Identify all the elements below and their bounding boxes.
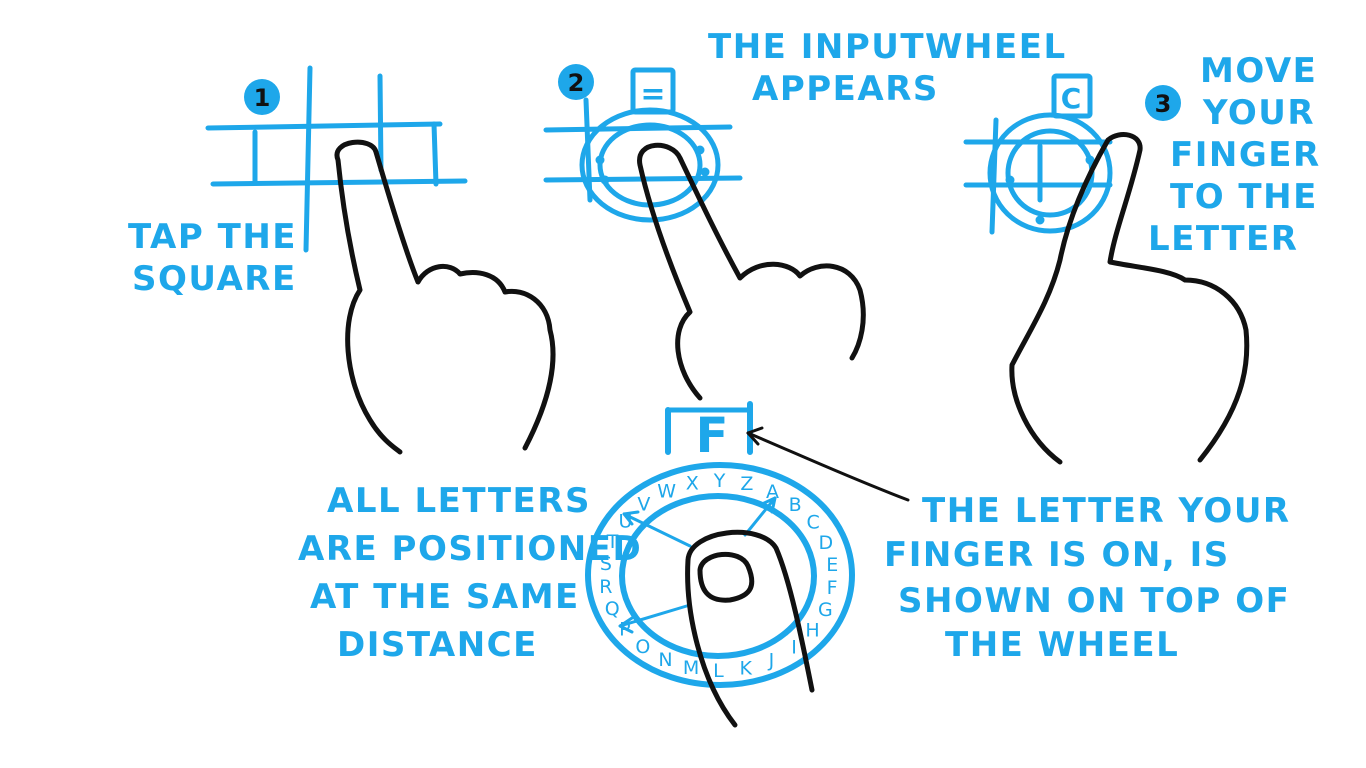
hand-2-icon: [637, 142, 866, 401]
step-2-badge: [558, 64, 594, 100]
mini-inputwheel-3: [987, 73, 1113, 234]
step-3-number: 3: [1155, 90, 1172, 118]
step-3-caption-line: YOUR: [1202, 93, 1315, 133]
wheel-letter-o: O: [635, 636, 650, 658]
step-3-caption-line: MOVE: [1200, 51, 1317, 91]
wheel-letter-n: N: [658, 649, 672, 671]
annotation-left-line: DISTANCE: [337, 625, 538, 665]
wheel-letter-z: Z: [740, 473, 753, 495]
step-3-caption-line: FINGER: [1170, 135, 1321, 175]
step-2-caption: THE INPUTWHEEL APPEARS: [708, 27, 1080, 109]
main-wheel-display-letter: F: [696, 408, 729, 464]
step-3-panel: C 3 MOVE YOUR FINGER TO THE LETTER: [963, 51, 1334, 465]
step-2-number: 2: [568, 69, 585, 97]
annotation-right-line: THE WHEEL: [945, 625, 1179, 665]
annotation-right: THE LETTER YOUR FINGER IS ON, IS SHOWN O…: [884, 491, 1304, 665]
wheel-letter-r: R: [599, 576, 612, 598]
wheel-letter-q: Q: [605, 598, 620, 620]
distance-arrows: [618, 496, 777, 634]
step-1-number: 1: [254, 84, 271, 112]
wheel-letter-g: G: [818, 599, 833, 621]
arrow-icon: [743, 496, 777, 537]
wheel-letter-y: Y: [713, 470, 726, 492]
wheel-letter-f: F: [827, 577, 838, 599]
pointer-arrow-icon: [746, 431, 910, 502]
wheel-letter-h: H: [805, 619, 819, 641]
annotation-left-line: ALL LETTERS: [327, 481, 591, 521]
wheel-letter-d: D: [818, 532, 833, 554]
wheel-letter-k: K: [739, 657, 752, 679]
step-3-caption-line: LETTER: [1148, 219, 1298, 259]
wheel-letter-w: W: [657, 481, 676, 503]
step-1-badge: [244, 79, 280, 115]
mini-inputwheel-2: [579, 67, 721, 223]
mini-wheel-3-letter: C: [1061, 82, 1082, 115]
main-wheel-outline: [585, 401, 855, 688]
step-3-badge: [1145, 85, 1181, 121]
mini-wheel-2-letter: =: [640, 77, 665, 112]
wheel-letter-e: E: [826, 554, 838, 576]
step-1-caption-line: TAP THE: [128, 217, 297, 257]
step-3-caption-line: TO THE: [1170, 177, 1318, 217]
step-1-caption: TAP THE SQUARE: [128, 217, 310, 299]
annotation-right-line: SHOWN ON TOP OF: [898, 581, 1290, 621]
annotation-right-line: THE LETTER YOUR: [922, 491, 1291, 531]
step-2-caption-line: APPEARS: [752, 69, 939, 109]
annotation-right-line: FINGER IS ON, IS: [884, 535, 1230, 575]
annotation-left: ALL LETTERS ARE POSITIONED AT THE SAME D…: [298, 481, 656, 665]
step-2-caption-line: THE INPUTWHEEL: [708, 27, 1067, 67]
pointer-arrow-head-icon: [746, 426, 764, 446]
arrow-icon: [618, 603, 692, 634]
finger-icon: [685, 529, 815, 728]
wheel-letter-s: S: [600, 553, 612, 575]
wheel-letter-x: X: [686, 473, 699, 495]
step-1-panel: 1 TAP THE SQUARE: [128, 65, 556, 455]
hand-1-icon: [334, 139, 556, 455]
step-1-caption-line: SQUARE: [132, 259, 297, 299]
wheel-letter-j: J: [768, 649, 775, 671]
wheel-letter-i: I: [791, 636, 797, 658]
annotation-left-line: ARE POSITIONED: [298, 529, 642, 569]
grid-sketch-1: [205, 65, 468, 253]
wheel-letter-m: M: [683, 657, 699, 679]
wheel-letter-v: V: [637, 494, 650, 516]
annotation-left-line: AT THE SAME: [310, 577, 580, 617]
wheel-letter-l: L: [713, 660, 724, 682]
step-3-caption: MOVE YOUR FINGER TO THE LETTER: [1148, 51, 1334, 259]
wheel-letter-c: C: [807, 512, 820, 534]
wheel-letter-t: T: [606, 531, 619, 553]
arrow-icon: [622, 510, 692, 548]
step-2-panel: = 2 THE INPUTWHEEL APPEARS: [543, 27, 1080, 401]
hand-3-icon: [1009, 132, 1250, 465]
wheel-letter-b: B: [789, 494, 802, 516]
